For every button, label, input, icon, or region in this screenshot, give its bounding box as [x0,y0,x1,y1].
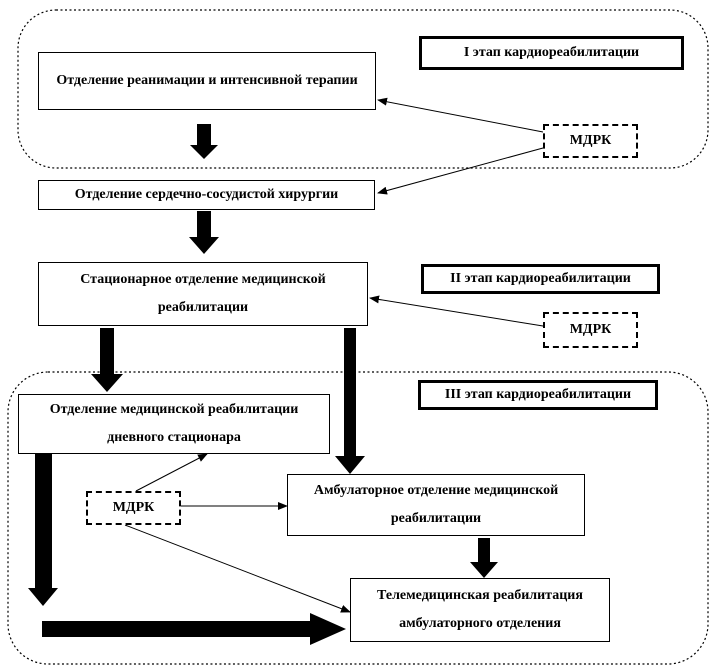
thin-arrow-mdrk2-to-inpatient [369,295,544,327]
day-hospital-rehab-box: Отделение медицинской реабилитации дневн… [18,394,330,454]
mdrk-stage1: МДРК [543,124,638,158]
mdrk-stage2: МДРК [543,312,638,348]
arrow-surgery-to-inpatient [189,211,219,254]
stage1-label: I этап кардиореабилитации [419,36,684,70]
stage3-label: III этап кардиореабилитации [418,380,658,410]
arrow-day-down [28,454,58,606]
cardiac-surgery-box: Отделение сердечно-сосудистой хирургии [38,180,375,210]
telemedicine-rehab-box: Телемедицинская реабилитация амбулаторно… [350,578,610,642]
arrow-inpatient-to-day [91,328,123,392]
mdrk-stage3: МДРК [86,491,181,525]
arrow-day-to-telemedicine [42,613,346,645]
inpatient-rehab-box: Стационарное отделение медицинской реаби… [38,262,368,326]
thin-arrow-mdrk3-to-telemedicine [124,524,351,613]
thin-arrow-mdrk3-to-day [135,453,208,492]
outpatient-rehab-box: Амбулаторное отделение медицинской реаби… [287,474,585,536]
stage2-label: II этап кардиореабилитации [421,264,660,294]
thin-arrow-mdrk1-to-surgery [377,147,544,195]
thin-arrow-mdrk1-to-icu [377,97,544,133]
icu-box: Отделение реанимации и интенсивной терап… [38,52,376,110]
arrow-icu-to-surgery [190,124,218,159]
arrow-inpatient-to-outpatient [335,328,365,474]
stage1-region [17,9,709,169]
arrow-outpatient-to-telemedicine [470,538,498,578]
stage3-region [7,371,709,665]
